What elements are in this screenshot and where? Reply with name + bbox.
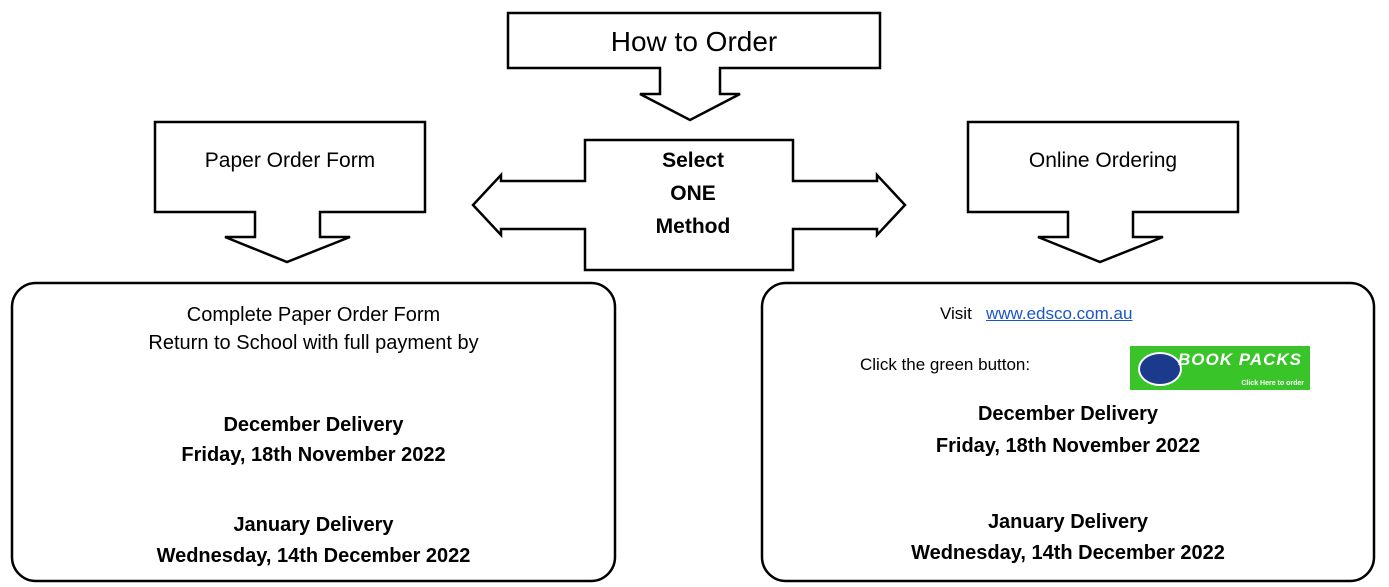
visit-label: Visit: [940, 304, 972, 323]
left-dec-date: Friday, 18th November 2022: [181, 444, 446, 466]
select-line-1: Select: [662, 149, 724, 172]
left-dec-heading: December Delivery: [223, 414, 404, 436]
click-instruction: Click the green button:: [860, 355, 1031, 374]
book-packs-sublabel: Click Here to order: [1241, 380, 1304, 387]
book-packs-button[interactable]: BOOK PACKS Click Here to order: [1130, 346, 1310, 390]
left-instruction-2: Return to School with full payment by: [148, 332, 479, 354]
select-arrow-shape: [471, 138, 907, 272]
left-jan-heading: January Delivery: [233, 514, 394, 536]
right-jan-heading: January Delivery: [987, 511, 1149, 533]
diagram-title: How to Order: [610, 26, 778, 57]
left-instruction-1: Complete Paper Order Form: [186, 304, 441, 326]
title-callout-shape: [506, 11, 882, 122]
paper-callout-shape: [153, 120, 427, 264]
left-panel-shape: [10, 281, 617, 583]
left-jan-date: Wednesday, 14th December 2022: [156, 545, 471, 567]
edsco-logo-icon: [1138, 352, 1182, 386]
visit-line: Visit www.edsco.com.au: [940, 305, 1132, 322]
select-line-3: Method: [655, 215, 731, 238]
online-callout-shape: [966, 120, 1240, 264]
paper-order-form-label: Paper Order Form: [204, 149, 376, 172]
right-dec-date: Friday, 18th November 2022: [935, 435, 1201, 457]
right-dec-heading: December Delivery: [977, 403, 1159, 425]
edsco-link[interactable]: www.edsco.com.au: [985, 304, 1133, 323]
online-ordering-label: Online Ordering: [1028, 149, 1178, 172]
select-line-2: ONE: [670, 182, 716, 205]
right-jan-date: Wednesday, 14th December 2022: [911, 542, 1225, 564]
right-panel-shape: [760, 281, 1376, 583]
select-method-label: Select ONE Method: [588, 144, 798, 243]
book-packs-label: BOOK PACKS: [1178, 350, 1302, 369]
